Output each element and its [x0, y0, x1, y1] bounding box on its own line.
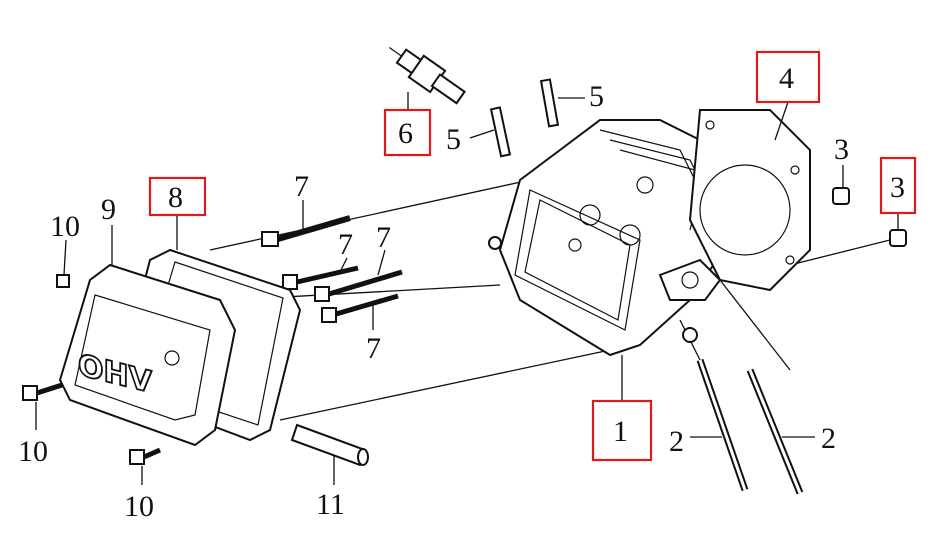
- head-gasket-part: [688, 101, 811, 292]
- callout-5: 5: [589, 80, 604, 113]
- callout-10: 10: [124, 490, 154, 523]
- callout-3: 3: [890, 171, 905, 204]
- callout-2: 2: [821, 422, 836, 455]
- highlight-box-1: [591, 399, 653, 462]
- callout-8: 8: [168, 181, 183, 214]
- callout-4: 4: [779, 62, 794, 95]
- callout-10: 10: [18, 435, 48, 468]
- callout-9: 9: [101, 193, 116, 226]
- stud-bolts-part: [469, 78, 585, 158]
- callout-7: 7: [294, 170, 309, 203]
- callout-1: 1: [613, 415, 628, 448]
- breather-tube-part: [290, 423, 369, 485]
- callout-5: 5: [446, 123, 461, 156]
- callout-10: 10: [50, 210, 80, 243]
- callout-6: 6: [398, 117, 413, 150]
- highlight-box-4: [755, 50, 821, 104]
- highlight-box-8: [148, 176, 207, 217]
- cover-bolts-part: [22, 239, 162, 485]
- highlight-box-6: [383, 108, 432, 157]
- callout-7: 7: [376, 221, 391, 254]
- callout-2: 2: [669, 425, 684, 458]
- dowel-pins-part: [832, 165, 907, 247]
- cylinder-head-part: [488, 119, 732, 357]
- valve-cover-part: OHV: [58, 225, 237, 447]
- highlight-box-3: [879, 156, 917, 215]
- callout-labels: 6 5 5 4 3 3 8 7 7 7 7 9 10 10 10 1 2 2 1…: [18, 62, 905, 523]
- spark-plug-part: [388, 47, 466, 105]
- callout-3: 3: [834, 133, 849, 166]
- long-studs-part: [690, 358, 815, 495]
- callout-11: 11: [316, 488, 345, 521]
- callout-7: 7: [366, 332, 381, 365]
- callout-7: 7: [338, 228, 353, 261]
- bolts-part: [261, 200, 403, 330]
